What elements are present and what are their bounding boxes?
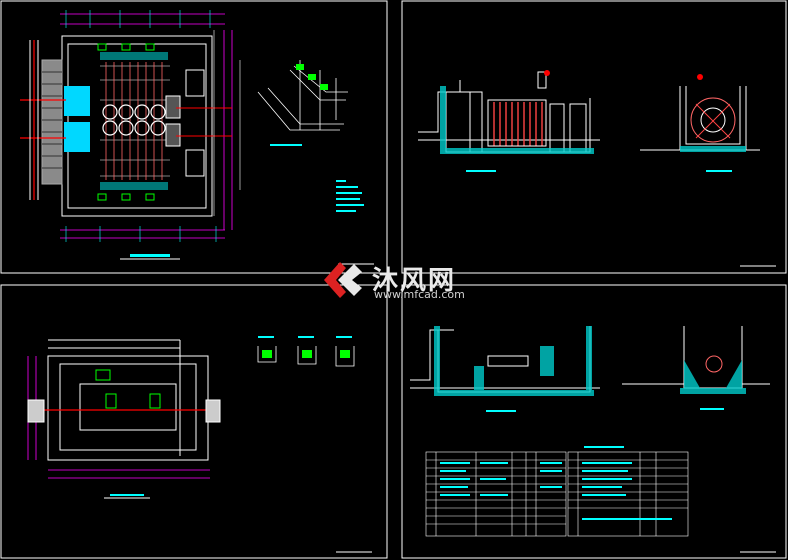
sheet-top-left bbox=[0, 0, 388, 274]
watermark-url: www.mfcad.com bbox=[374, 288, 465, 301]
sheet-bottom-left bbox=[0, 284, 388, 559]
plan-title-text bbox=[130, 254, 170, 257]
iso-detail-sketch bbox=[257, 60, 348, 131]
plan-view-top-left bbox=[20, 10, 241, 260]
sheet-top-right bbox=[401, 0, 787, 274]
notes-block bbox=[336, 180, 364, 212]
watermark-logo-icon bbox=[324, 262, 362, 298]
cyan-block bbox=[64, 86, 90, 116]
equipment-table bbox=[425, 451, 689, 537]
cyan-block bbox=[64, 122, 90, 152]
watermark-title: 沐风网 bbox=[372, 266, 457, 296]
watermark: 沐风网 www.mfcad.com bbox=[318, 258, 478, 304]
sheet-bottom-right bbox=[401, 284, 787, 559]
plan-view-bottom-left bbox=[47, 339, 209, 461]
section-4-4 bbox=[622, 326, 770, 389]
grey-channel bbox=[41, 59, 63, 185]
section-2-2 bbox=[640, 86, 760, 151]
